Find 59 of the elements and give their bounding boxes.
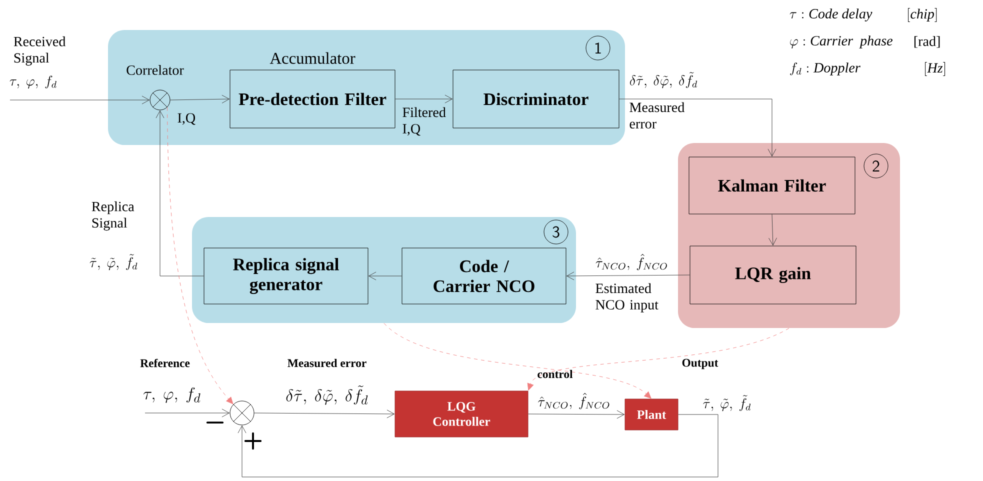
process-box: Kalman Filter — [688, 156, 856, 214]
text-label: control — [538, 370, 573, 378]
mixer-symbol — [150, 90, 170, 110]
process-box: Pre-detection Filter — [230, 70, 396, 128]
arrow — [144, 408, 230, 418]
process-box: Code / Carrier NCO — [402, 248, 566, 304]
arrow — [619, 98, 776, 157]
edge-label: I,Q — [178, 113, 196, 125]
controller-block: LQG Controller — [394, 390, 528, 438]
circled-number: 3 — [544, 220, 568, 244]
arrow — [10, 96, 150, 104]
group-panel — [678, 143, 900, 328]
process-box: Discriminator — [452, 70, 620, 128]
edge-label: Measured error — [630, 102, 684, 129]
arrow — [368, 272, 402, 280]
arrow — [528, 410, 624, 419]
text-label: $\tau,\ \varphi,\ f_d$ — [10, 76, 56, 89]
group-panel — [108, 30, 625, 145]
node-caption: Correlator — [126, 65, 184, 75]
circled-number: 1 — [586, 36, 610, 60]
text-label: $\tilde{\tau},\ \tilde{\varphi},\ \tilde{f}_d$ — [703, 395, 751, 412]
circled-number: 2 — [864, 154, 888, 178]
edge-label: Estimated NCO input — [596, 283, 658, 312]
text-label: $\tau : \mathit{Code\ delay}$ — [790, 8, 872, 22]
text-label: $\hat{\tau}_{NCO},\ \hat{f}_{NCO}$ — [596, 254, 667, 270]
text-label: $[\mathit{Hz}]$ — [925, 62, 946, 76]
text-label: $\tilde{\tau},\ \tilde{\varphi},\ \tilde{f}_d$ — [90, 254, 138, 270]
arrow — [156, 110, 204, 276]
arrow — [566, 272, 690, 280]
text-label: $\tau,\ \varphi,\ f_d$ — [143, 387, 200, 403]
text-label: $[\mathit{chip}]$ — [908, 8, 937, 22]
text-label: Measured error — [288, 358, 366, 368]
text-label: $\varphi : \mathit{Carrier\ \ phase}$ — [790, 36, 892, 48]
text-label: $\delta\tilde{\tau},\ \delta\tilde{\varphi},\ \delta\tilde{f}_d$ — [630, 72, 698, 88]
box-heading: Accumulator — [270, 52, 356, 64]
text-label: − — [206, 422, 224, 424]
arrow — [238, 414, 718, 478]
text-label: $\hat{\tau}_{NCO},\ \hat{f}_{NCO}$ — [538, 392, 610, 410]
text-label: $f_d : \mathit{Doppler}$ — [790, 62, 860, 76]
text-label: + — [244, 432, 262, 450]
text-label: Received Signal — [14, 36, 66, 66]
text-label: Reference — [140, 358, 190, 368]
arrow — [384, 323, 652, 399]
arrow — [768, 214, 777, 246]
arrow — [170, 94, 230, 104]
arrow — [527, 328, 790, 390]
text-label: Replica Signal — [92, 201, 134, 231]
arrow — [254, 410, 395, 418]
mixer-symbol — [230, 400, 254, 426]
arrow — [395, 94, 453, 104]
controller-block: Plant — [624, 398, 678, 430]
edge-label: Filtered I,Q — [402, 107, 446, 136]
text-label: $\delta\tilde{\tau},\ \delta\tilde{\varphi},\ \delta\tilde{f}_d$ — [286, 386, 368, 405]
text-label: Output — [682, 358, 718, 370]
arrow — [167, 107, 234, 404]
process-box: Replica signal generator — [204, 248, 368, 304]
group-panel — [192, 217, 576, 323]
process-box: LQR gain — [690, 246, 856, 304]
text-label: [rad] — [914, 36, 940, 48]
